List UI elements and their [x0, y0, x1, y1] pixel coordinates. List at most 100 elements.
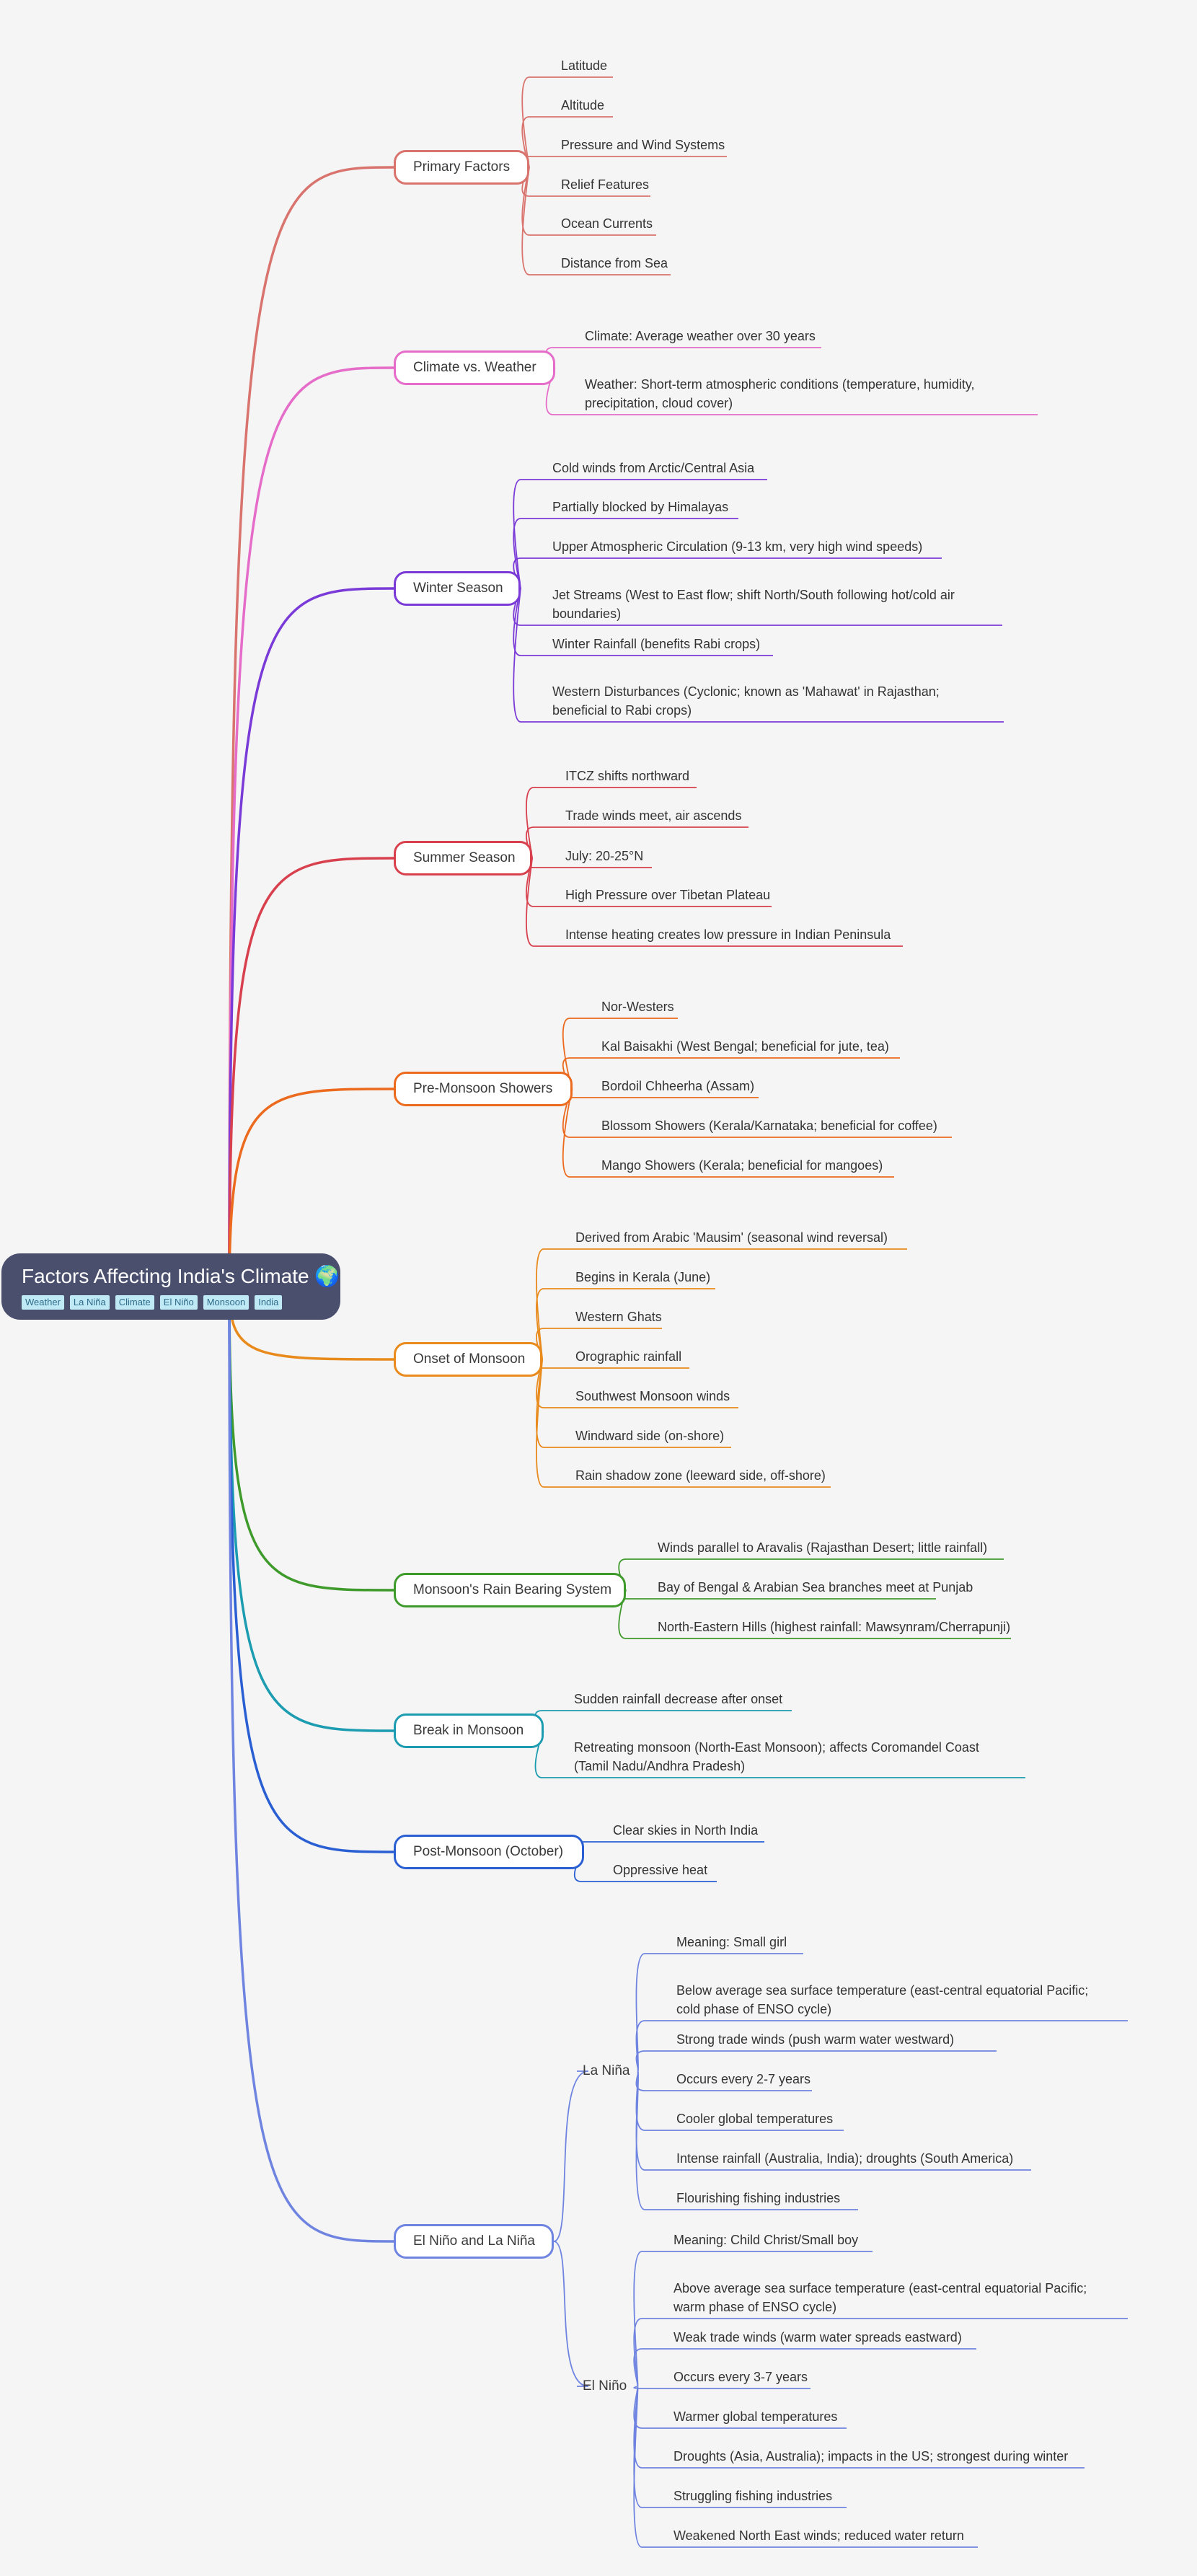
leaf-text: Intense heating creates low pressure in … — [565, 927, 891, 942]
branch-break-in-monsoon[interactable]: Break in Monsoon — [394, 1713, 544, 1748]
leaf-node[interactable]: Bordoil Chheerha (Assam) — [601, 1077, 754, 1095]
leaf-node[interactable]: Cooler global temperatures — [676, 2109, 833, 2128]
leaf-node[interactable]: Distance from Sea — [561, 254, 668, 273]
leaf-text: Bay of Bengal & Arabian Sea branches mee… — [658, 1580, 973, 1594]
branch-el-ni-o-and-la-ni-a[interactable]: El Niño and La Niña — [394, 2224, 554, 2259]
leaf-node[interactable]: Western Ghats — [575, 1307, 662, 1326]
leaf-text: Trade winds meet, air ascends — [565, 808, 742, 823]
leaf-node[interactable]: Struggling fishing industries — [673, 2487, 832, 2505]
tag[interactable]: India — [255, 1295, 283, 1310]
branch-monsoon-s-rain-bearing-system[interactable]: Monsoon's Rain Bearing System — [394, 1573, 626, 1607]
connector-line — [536, 1248, 907, 1360]
leaf-text: Derived from Arabic 'Mausim' (seasonal w… — [575, 1230, 888, 1245]
leaf-text: Clear skies in North India — [613, 1823, 759, 1838]
connector-line — [228, 857, 394, 1292]
branch-winter-season[interactable]: Winter Season — [394, 571, 521, 606]
tag[interactable]: Climate — [115, 1295, 154, 1310]
leaf-node[interactable]: Jet Streams (West to East flow; shift No… — [552, 586, 955, 623]
branch-onset-of-monsoon[interactable]: Onset of Monsoon — [394, 1342, 542, 1377]
branch-pre-monsoon-showers[interactable]: Pre-Monsoon Showers — [394, 1072, 573, 1106]
leaf-node[interactable]: Bay of Bengal & Arabian Sea branches mee… — [658, 1578, 973, 1597]
leaf-text: Western Ghats — [575, 1310, 662, 1324]
connector-line — [228, 166, 394, 1292]
leaf-text: Upper Atmospheric Circulation (9-13 km, … — [552, 539, 923, 554]
leaf-node[interactable]: Occurs every 2-7 years — [676, 2070, 810, 2088]
leaf-node[interactable]: Intense rainfall (Australia, India); dro… — [676, 2149, 1013, 2168]
leaf-node[interactable]: Weather: Short-term atmospheric conditio… — [585, 375, 975, 413]
leaf-text-line2: warm phase of ENSO cycle) — [673, 2300, 837, 2314]
leaf-text: Winds parallel to Aravalis (Rajasthan De… — [658, 1540, 988, 1555]
leaf-text: North-Eastern Hills (highest rainfall: M… — [658, 1620, 1011, 1634]
leaf-node[interactable]: Windward side (on-shore) — [575, 1426, 724, 1445]
leaf-node[interactable]: Oppressive heat — [613, 1861, 707, 1879]
connector-line — [228, 1290, 394, 1853]
branch-climate-vs-weather[interactable]: Climate vs. Weather — [394, 350, 555, 385]
leaf-node[interactable]: July: 20-25°N — [565, 847, 643, 865]
tag[interactable]: Weather — [22, 1295, 64, 1310]
leaf-node[interactable]: Meaning: Child Christ/Small boy — [673, 2231, 858, 2249]
leaf-text: Struggling fishing industries — [673, 2489, 833, 2503]
leaf-node[interactable]: Trade winds meet, air ascends — [565, 806, 741, 825]
connector-line — [553, 2070, 589, 2242]
leaf-node[interactable]: Intense heating creates low pressure in … — [565, 925, 891, 944]
leaf-text: Below average sea surface temperature (e… — [676, 1983, 1089, 1998]
branch-post-monsoon-october[interactable]: Post-Monsoon (October) — [394, 1835, 584, 1869]
leaf-node[interactable]: Below average sea surface temperature (e… — [676, 1981, 1088, 2019]
branch-primary-factors[interactable]: Primary Factors — [394, 150, 529, 185]
leaf-node[interactable]: Clear skies in North India — [613, 1821, 758, 1840]
leaf-node[interactable]: Kal Baisakhi (West Bengal; beneficial fo… — [601, 1037, 889, 1056]
leaf-node[interactable]: Weakened North East winds; reduced water… — [673, 2526, 964, 2545]
leaf-node[interactable]: Sudden rainfall decrease after onset — [574, 1690, 782, 1708]
leaf-text: Relief Features — [561, 177, 650, 192]
leaf-node[interactable]: Pressure and Wind Systems — [561, 136, 725, 154]
leaf-text: Flourishing fishing industries — [676, 2191, 841, 2205]
leaf-node[interactable]: Southwest Monsoon winds — [575, 1387, 730, 1406]
leaf-text: Begins in Kerala (June) — [575, 1270, 711, 1284]
sub-la-ni-a[interactable]: La Niña — [583, 2063, 630, 2078]
leaf-node[interactable]: Flourishing fishing industries — [676, 2189, 840, 2207]
tag[interactable]: El Niño — [159, 1295, 198, 1310]
leaf-node[interactable]: Latitude — [561, 56, 607, 75]
leaf-text: Intense rainfall (Australia, India); dro… — [676, 2151, 1014, 2166]
leaf-node[interactable]: Ocean Currents — [561, 214, 653, 233]
leaf-node[interactable]: Above average sea surface temperature (e… — [673, 2279, 1087, 2316]
leaf-node[interactable]: Retreating monsoon (North-East Monsoon);… — [574, 1738, 979, 1776]
leaf-node[interactable]: Droughts (Asia, Australia); impacts in t… — [673, 2447, 1068, 2466]
leaf-node[interactable]: Blossom Showers (Kerala/Karnataka; benef… — [601, 1116, 937, 1135]
leaf-node[interactable]: Warmer global temperatures — [673, 2407, 837, 2426]
leaf-node[interactable]: Nor-Westers — [601, 997, 674, 1016]
leaf-node[interactable]: Relief Features — [561, 175, 649, 194]
leaf-node[interactable]: Cold winds from Arctic/Central Asia — [552, 459, 754, 477]
leaf-node[interactable]: Winds parallel to Aravalis (Rajasthan De… — [658, 1538, 987, 1557]
leaf-text-line2: boundaries) — [552, 606, 622, 621]
sub-el-ni-o[interactable]: El Niño — [583, 2378, 627, 2394]
leaf-node[interactable]: Rain shadow zone (leeward side, off-shor… — [575, 1466, 826, 1485]
leaf-text: Windward side (on-shore) — [575, 1429, 725, 1443]
leaf-node[interactable]: North-Eastern Hills (highest rainfall: M… — [658, 1618, 1010, 1636]
leaf-node[interactable]: Upper Atmospheric Circulation (9-13 km, … — [552, 537, 922, 556]
leaf-text: Mango Showers (Kerala; beneficial for ma… — [601, 1158, 883, 1173]
leaf-node[interactable]: Weak trade winds (warm water spreads eas… — [673, 2328, 962, 2347]
leaf-node[interactable]: Derived from Arabic 'Mausim' (seasonal w… — [575, 1228, 888, 1247]
connector-line — [635, 2050, 997, 2072]
leaf-node[interactable]: Meaning: Small girl — [676, 1933, 787, 1951]
leaf-node[interactable]: Partially blocked by Himalayas — [552, 498, 728, 516]
branch-summer-season[interactable]: Summer Season — [394, 841, 532, 875]
leaf-node[interactable]: Strong trade winds (push warm water west… — [676, 2030, 954, 2049]
leaf-node[interactable]: Winter Rainfall (benefits Rabi crops) — [552, 635, 760, 653]
leaf-node[interactable]: High Pressure over Tibetan Plateau — [565, 886, 770, 904]
tag[interactable]: La Niña — [69, 1295, 110, 1310]
leaf-node[interactable]: Altitude — [561, 96, 604, 115]
leaf-node[interactable]: Begins in Kerala (June) — [575, 1268, 710, 1287]
leaf-node[interactable]: ITCZ shifts northward — [565, 767, 689, 785]
leaf-node[interactable]: Occurs every 3-7 years — [673, 2368, 808, 2386]
leaf-node[interactable]: Climate: Average weather over 30 years — [585, 327, 816, 345]
leaf-text: Oppressive heat — [613, 1863, 708, 1877]
tag[interactable]: Monsoon — [203, 1295, 249, 1310]
leaf-node[interactable]: Orographic rainfall — [575, 1347, 681, 1366]
leaf-text: Sudden rainfall decrease after onset — [574, 1692, 783, 1706]
leaf-node[interactable]: Mango Showers (Kerala; beneficial for ma… — [601, 1156, 883, 1175]
leaf-node[interactable]: Western Disturbances (Cyclonic; known as… — [552, 682, 940, 720]
root-node[interactable]: Factors Affecting India's Climate 🌍 Weat… — [1, 1253, 340, 1320]
leaf-text: Winter Rainfall (benefits Rabi crops) — [552, 637, 761, 651]
